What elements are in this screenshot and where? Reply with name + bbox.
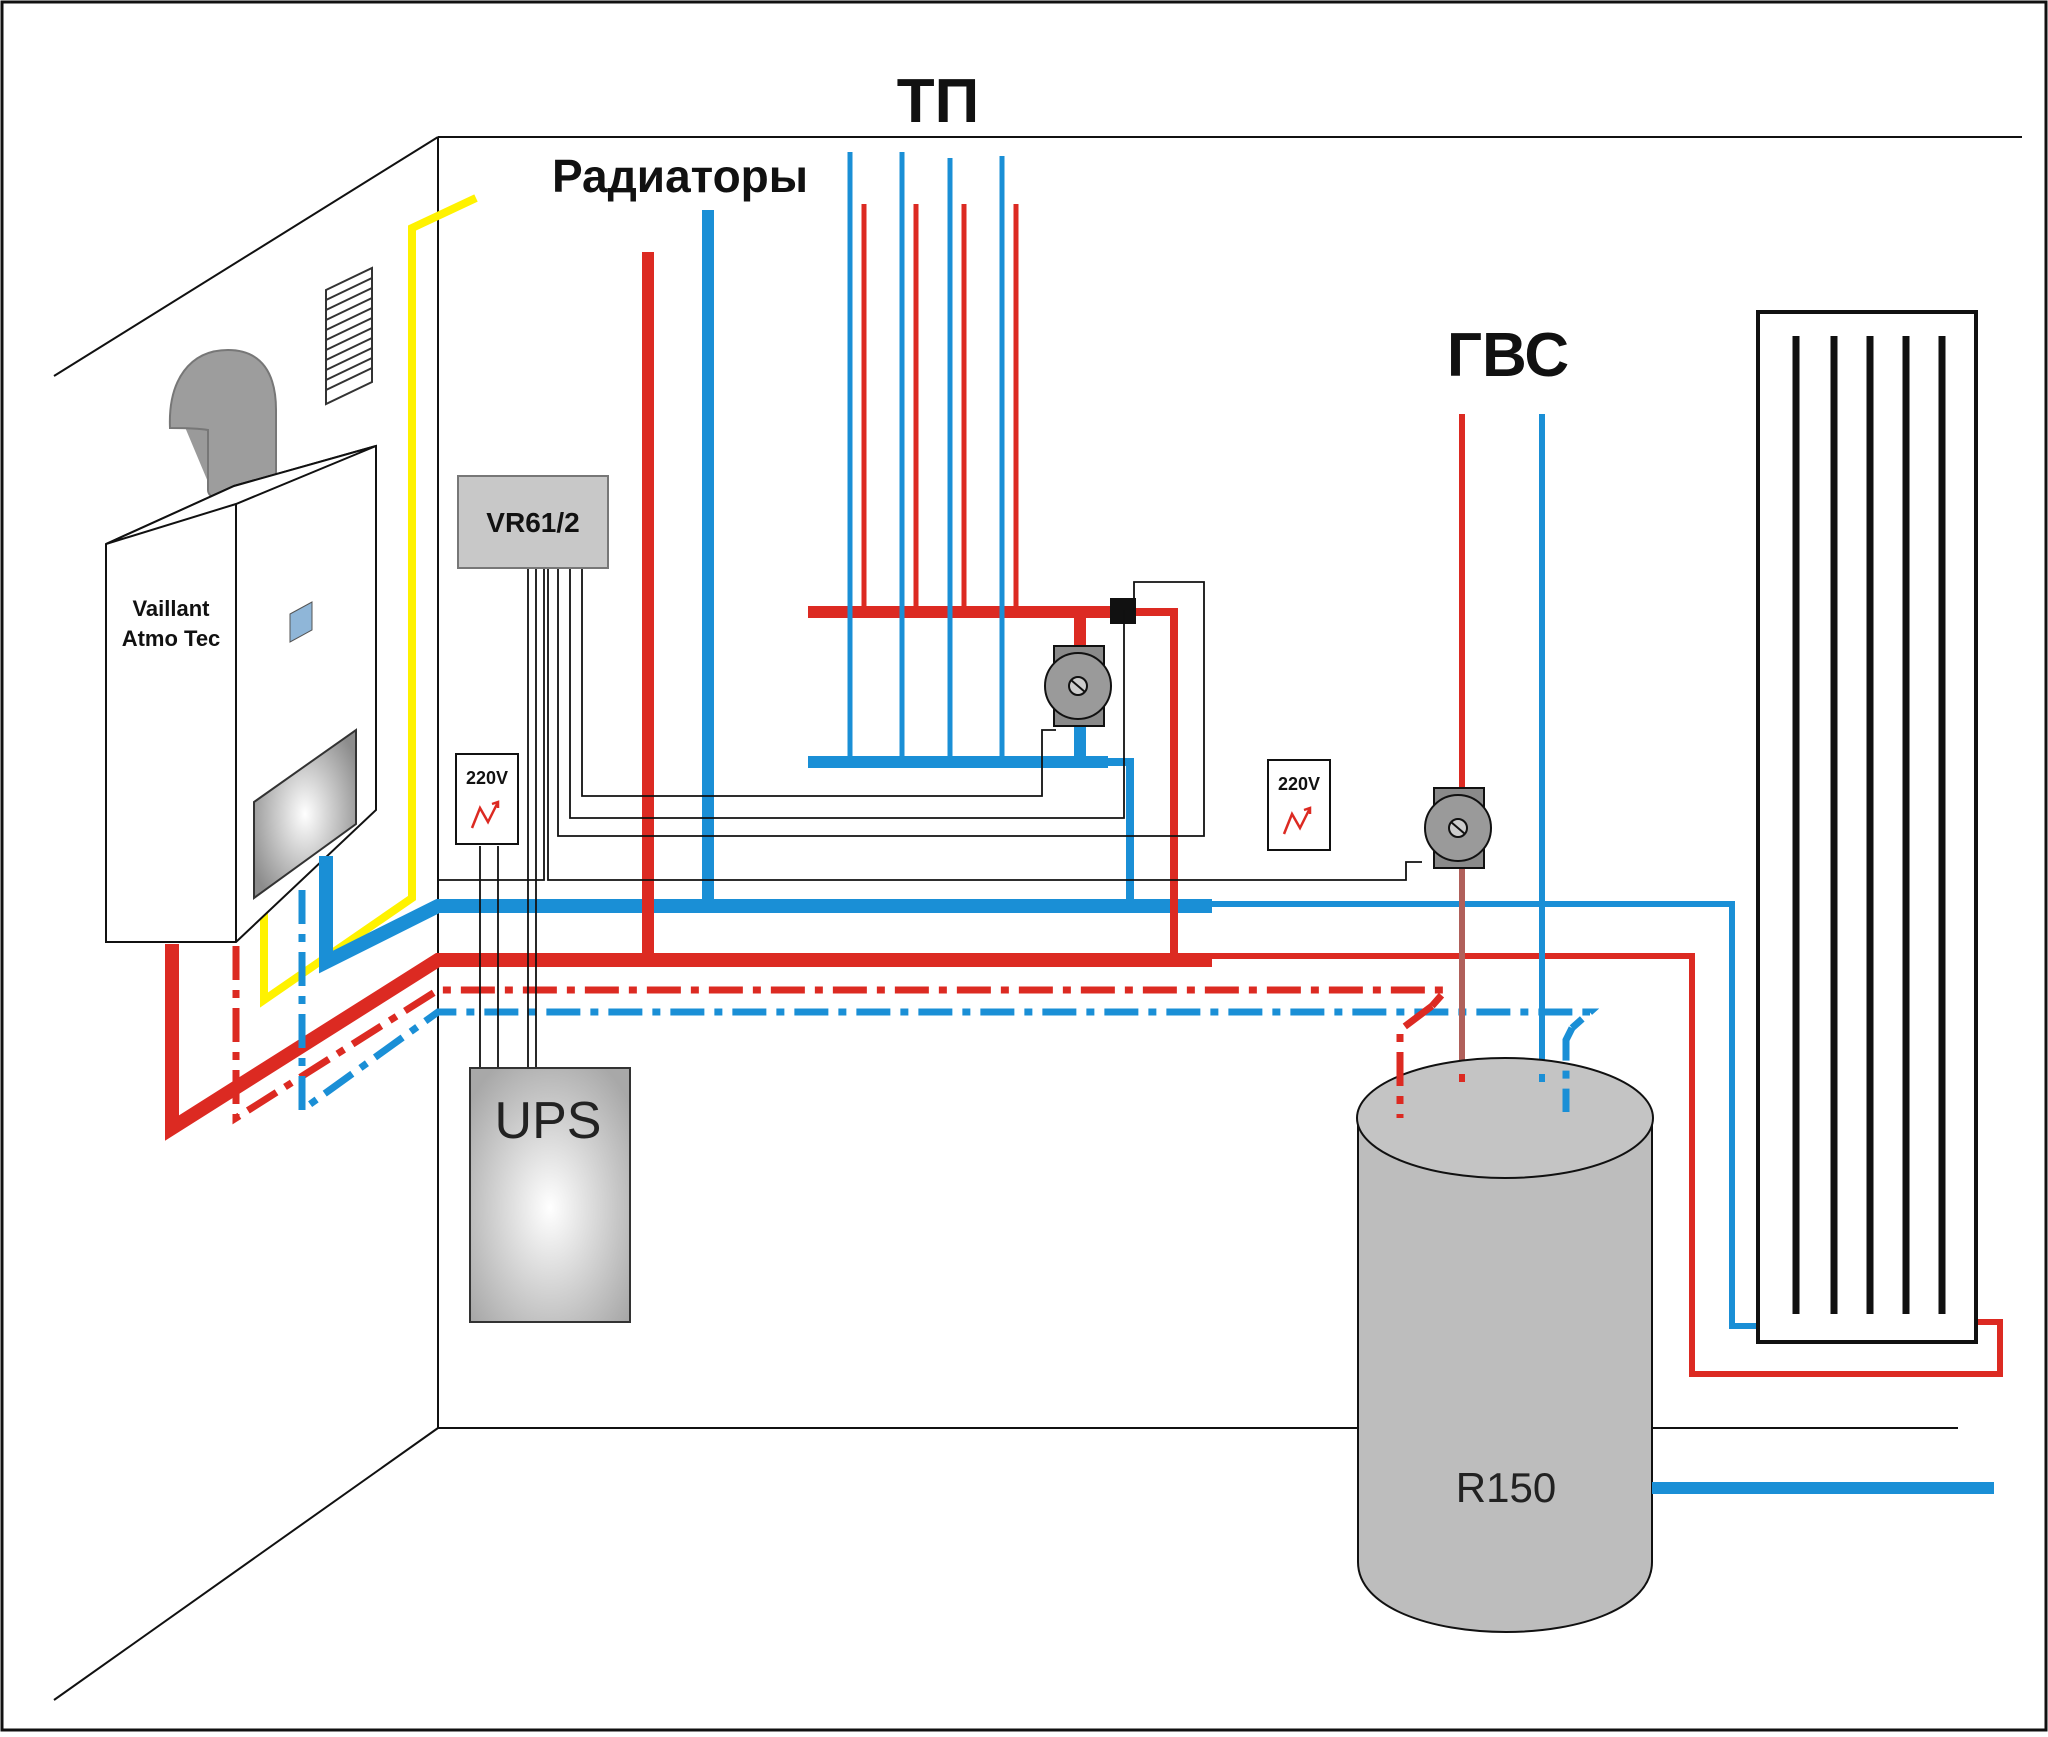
radiator-supply-line <box>1212 953 2003 1377</box>
power-socket-left: 220V <box>455 753 519 845</box>
power-socket-right: 220V <box>1267 759 1331 851</box>
tank-loop-supply-dashed <box>232 946 1454 1125</box>
water-heater-tank: R150 <box>1356 1057 1654 1634</box>
underfloor-manifold <box>808 152 1178 960</box>
hot-water-heading: ГВС <box>1447 321 1569 390</box>
socket-right-label: 220V <box>1278 774 1320 794</box>
boiler-brand-label: Vaillant <box>132 596 210 621</box>
tank-coil-return <box>1562 1026 1576 1112</box>
tank-loop-return-dashed <box>298 890 1600 1117</box>
ups-unit: UPS <box>469 1067 631 1323</box>
radiator <box>1756 310 1978 1344</box>
ups-label: UPS <box>495 1092 602 1150</box>
room-walls <box>53 136 2022 1701</box>
radiator-return-line <box>1212 901 1762 1329</box>
boiler-return-pipe <box>319 856 1212 974</box>
power-icon <box>470 801 500 829</box>
dhw-pump <box>1424 787 1492 1082</box>
gas-pipe <box>260 194 478 1008</box>
tank-label: R150 <box>1456 1464 1556 1511</box>
mixing-valve <box>1110 598 1136 624</box>
boiler-window <box>253 728 357 900</box>
control-wiring <box>437 568 1422 1068</box>
socket-left-label: 220V <box>466 768 508 788</box>
power-icon <box>1282 807 1312 835</box>
tank-coil-supply <box>1396 1003 1435 1118</box>
controller-vr61: VR61/2 <box>457 475 609 569</box>
underfloor-heading: ТП <box>897 67 979 136</box>
boiler: Vaillant Atmo Tec <box>105 444 377 943</box>
controller-label: VR61/2 <box>486 507 579 538</box>
underfloor-pump <box>1044 645 1112 727</box>
vent-grille <box>325 266 373 406</box>
boiler-model-label: Atmo Tec <box>122 626 221 651</box>
radiators-heading: Радиаторы <box>552 150 808 202</box>
boiler-supply-pipe <box>165 944 1212 1141</box>
